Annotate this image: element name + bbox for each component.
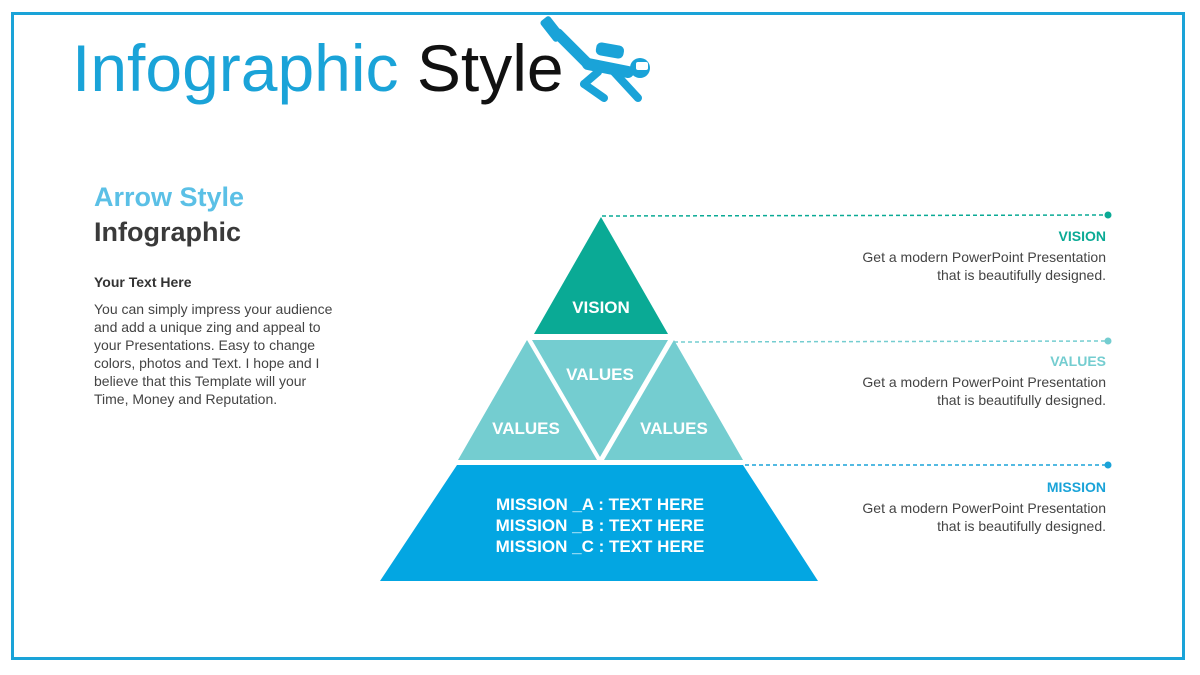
sidebar-body-text: You can simply impress your audience and… — [94, 301, 333, 407]
scuba-diver-icon — [540, 16, 650, 102]
connector-dot-mission — [1104, 461, 1112, 469]
label-vision-desc: Get a modern PowerPoint Presentation tha… — [862, 249, 1106, 283]
title-part-2: Style — [416, 31, 564, 105]
pyramid-vision-triangle — [534, 217, 668, 334]
pyramid-values-center-label: VALUES — [566, 365, 634, 384]
label-vision-title: VISION — [1058, 228, 1106, 244]
page-title: Infographic Style — [72, 28, 564, 108]
label-values-title: VALUES — [1050, 353, 1106, 369]
label-values: VALUES Get a modern PowerPoint Presentat… — [846, 353, 1106, 409]
pyramid-values-left-triangle — [458, 340, 597, 460]
sidebar-subheading: Your Text Here — [94, 274, 192, 290]
title-part-1: Infographic — [72, 31, 399, 105]
connector-vision — [601, 214, 1109, 217]
connector-lines — [601, 211, 1112, 469]
pyramid-values-left-label: VALUES — [492, 419, 560, 438]
label-mission-desc: Get a modern PowerPoint Presentation tha… — [862, 500, 1106, 534]
pyramid-values-center-triangle — [532, 340, 668, 457]
pyramid-values-right-label: VALUES — [640, 419, 708, 438]
pyramid-mission-trapezoid — [380, 465, 818, 581]
pyramid-mission-line-c: MISSION _C : TEXT HERE — [496, 537, 705, 556]
label-mission-title: MISSION — [1046, 479, 1106, 495]
pyramid-vision-label: VISION — [572, 298, 630, 317]
pyramid-mission-line-a: MISSION _A : TEXT HERE — [496, 495, 704, 514]
sidebar-heading-line2: Infographic — [94, 217, 241, 247]
connector-values — [673, 340, 1109, 343]
label-vision: VISION Get a modern PowerPoint Presentat… — [846, 228, 1106, 284]
connector-dot-values — [1104, 337, 1112, 345]
pyramid-mission-line-b: MISSION _B : TEXT HERE — [496, 516, 705, 535]
sidebar-heading-line1: Arrow Style — [94, 182, 245, 212]
label-mission: MISSION Get a modern PowerPoint Presenta… — [846, 479, 1106, 535]
label-values-desc: Get a modern PowerPoint Presentation tha… — [862, 374, 1106, 408]
slide-frame — [11, 12, 1185, 660]
pyramid-values-right-triangle — [604, 340, 743, 460]
connector-dot-vision — [1104, 211, 1112, 219]
